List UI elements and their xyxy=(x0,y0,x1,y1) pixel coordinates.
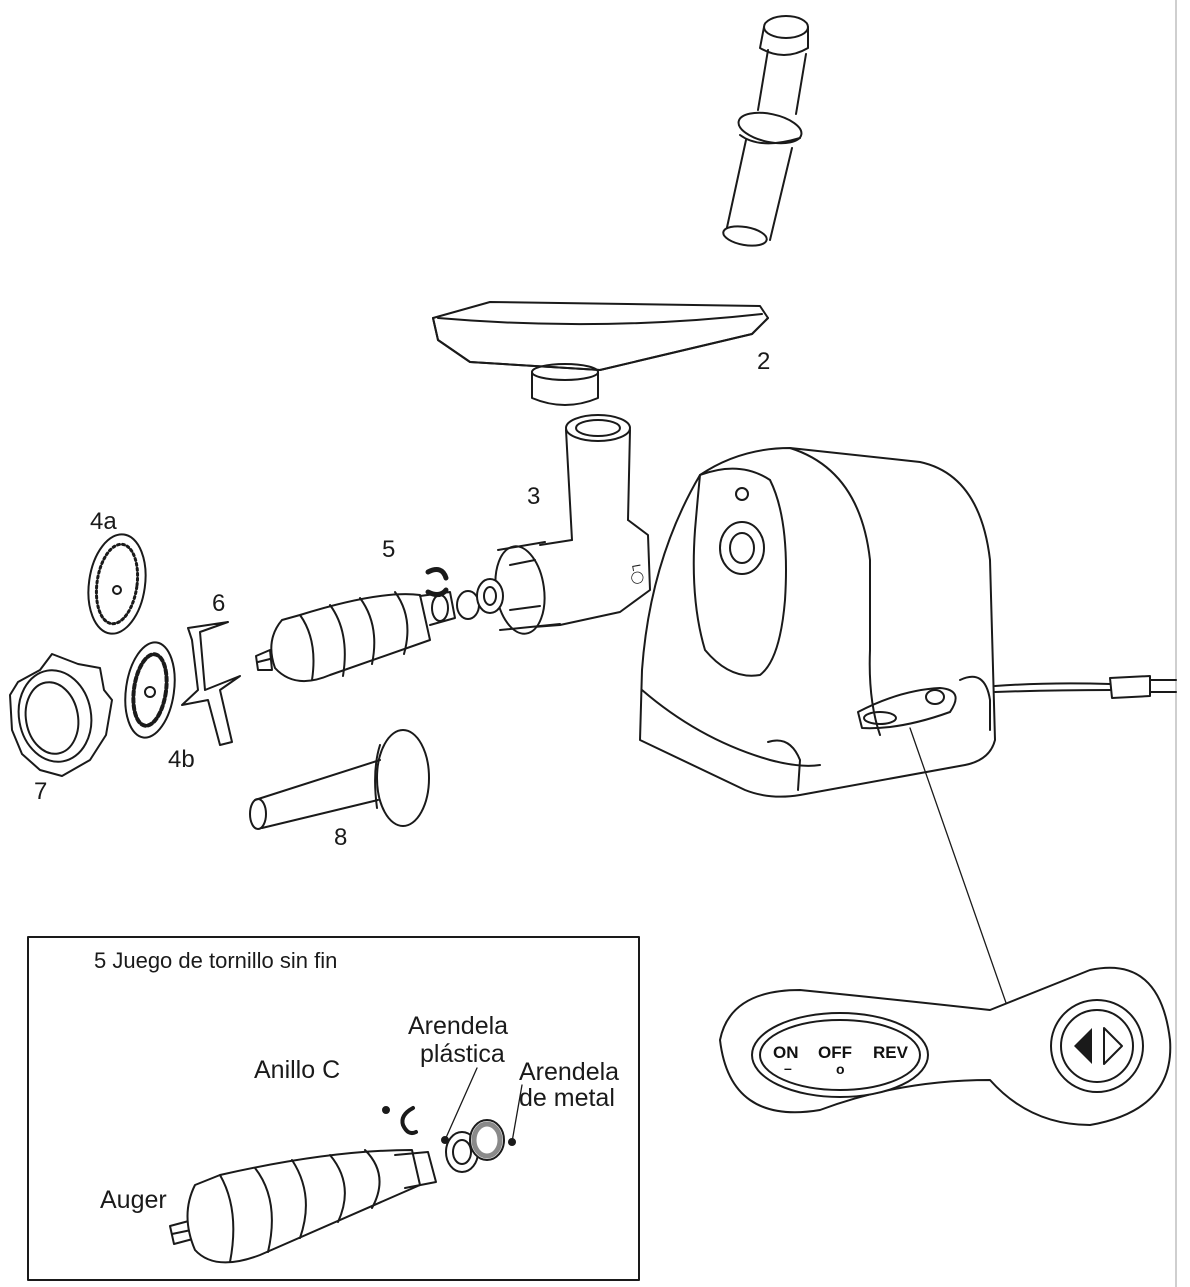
label-anillo-c: Anillo C xyxy=(254,1056,341,1084)
label-arendela-metal-line2: de metal xyxy=(519,1084,615,1112)
cutting-plate-4b xyxy=(124,641,176,739)
svg-text:L◯: L◯ xyxy=(629,563,646,585)
sausage-funnel xyxy=(249,729,430,830)
feeding-tray xyxy=(432,301,769,406)
cutting-plate-4a xyxy=(87,533,147,635)
ring-nut xyxy=(9,653,113,777)
auger-main xyxy=(255,567,504,683)
inset-title: 5 Juego de tornillo sin fin xyxy=(94,948,338,973)
grinder-head: L◯ xyxy=(494,414,651,635)
label-part-6: 6 xyxy=(212,590,226,617)
panel-off-mark: o xyxy=(836,1061,845,1077)
panel-on-label: ON xyxy=(773,1043,799,1062)
label-part-4a: 4a xyxy=(90,508,117,535)
panel-off-label: OFF xyxy=(818,1043,852,1062)
label-auger: Auger xyxy=(100,1186,167,1214)
forward-arrow-icon xyxy=(1103,1027,1123,1065)
label-arendela-plastica-line1: Arendela xyxy=(408,1012,509,1040)
panel-on-mark: – xyxy=(784,1060,792,1076)
reverse-arrow-icon xyxy=(1074,1028,1092,1064)
label-part-8: 8 xyxy=(334,824,348,851)
label-part-3: 3 xyxy=(527,483,541,510)
motor-housing xyxy=(639,447,1177,1021)
inset-box xyxy=(27,936,640,1281)
label-arendela-metal-line1: Arendela xyxy=(519,1058,620,1086)
cutting-blade xyxy=(181,621,241,746)
label-part-7: 7 xyxy=(34,778,48,805)
food-pusher-top xyxy=(722,15,809,247)
label-part-4b: 4b xyxy=(168,746,195,773)
label-part-2: 2 xyxy=(757,348,771,375)
label-arendela-plastica-line2: plástica xyxy=(420,1040,505,1068)
panel-rev-label: REV xyxy=(873,1043,908,1062)
label-part-5: 5 xyxy=(382,536,396,563)
control-panel-closeup xyxy=(719,966,1172,1126)
inset-auger xyxy=(169,1067,523,1264)
